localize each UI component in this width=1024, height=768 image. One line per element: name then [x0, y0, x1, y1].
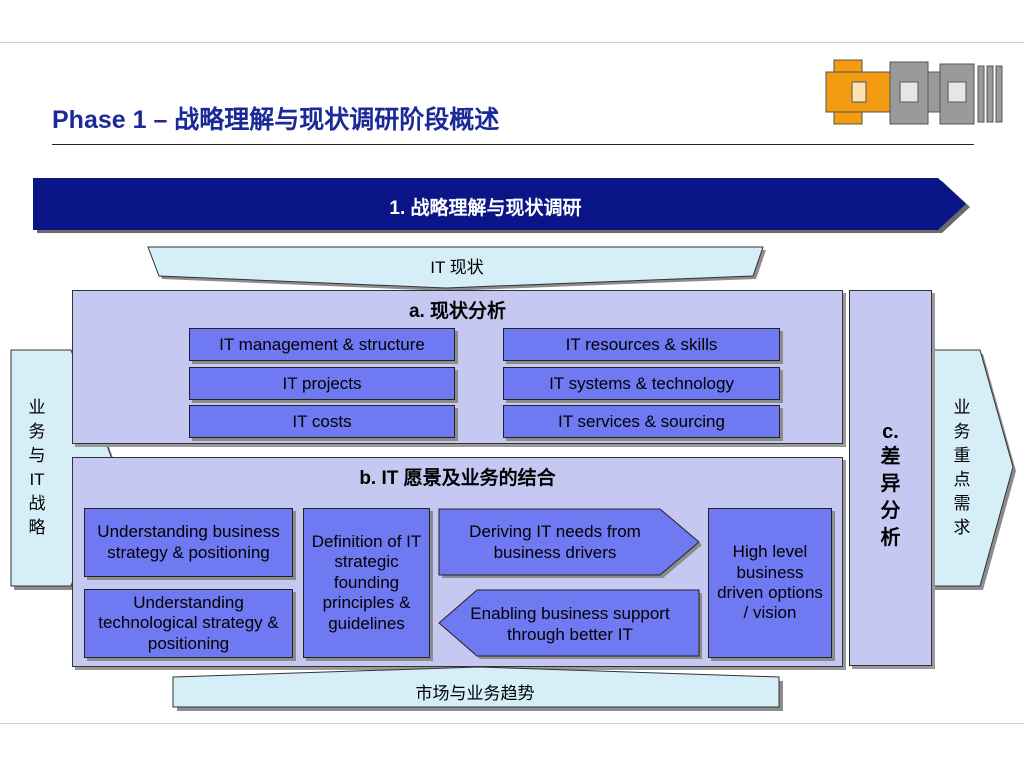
left-arrow-label: 业 务 与 IT 战 略 [15, 396, 59, 540]
right-arrow-char: 重 [953, 446, 971, 465]
right-arrow-char: 求 [953, 518, 971, 537]
section-a-item: IT systems & technology [503, 367, 780, 400]
section-c-label: c. 差 异 分 析 [849, 420, 932, 552]
high-level-vision-box: High level business driven options / vis… [708, 508, 832, 658]
understanding-tech-box: Understanding technological strategy & p… [84, 589, 293, 658]
section-a-item: IT services & sourcing [503, 405, 780, 438]
enabling-support-arrow [438, 589, 702, 659]
section-a-item: IT management & structure [189, 328, 455, 361]
bottom-divider [0, 723, 1024, 724]
phase-banner-arrow [33, 178, 970, 233]
section-c-panel [849, 290, 932, 666]
section-c-char: 析 [880, 527, 901, 549]
left-arrow-char: 务 [28, 422, 46, 441]
deriving-needs-arrow [438, 508, 702, 578]
market-trends-tab-label: 市场与业务趋势 [415, 683, 535, 703]
section-c-char: 分 [880, 500, 901, 522]
right-arrow-char: 点 [953, 470, 971, 489]
section-c-char: 差 [880, 446, 901, 468]
section-c-char: 异 [880, 473, 901, 495]
right-arrow-char: 业 [953, 398, 971, 417]
section-b-title: b. IT 愿景及业务的结合 [359, 468, 556, 489]
understanding-business-box: Understanding business strategy & positi… [84, 508, 293, 577]
top-divider [0, 42, 1024, 43]
section-a-item: IT costs [189, 405, 455, 438]
company-logo [825, 59, 1003, 125]
market-trends-tab-shape [172, 666, 783, 711]
left-arrow-char: 与 [28, 446, 46, 465]
section-a-item: IT resources & skills [503, 328, 780, 361]
section-a-item: IT projects [189, 367, 455, 400]
right-arrow-label: 业 务 重 点 需 求 [940, 396, 984, 540]
title-underline [52, 144, 974, 145]
it-status-tab-label: IT 现状 [430, 257, 484, 277]
right-arrow-char: 需 [953, 494, 971, 513]
left-arrow-char: 略 [28, 518, 46, 537]
right-output-arrow [930, 349, 1016, 590]
right-arrow-char: 务 [953, 422, 971, 441]
left-arrow-char: 业 [28, 398, 46, 417]
deriving-needs-label: Deriving IT needs from business drivers [469, 521, 641, 562]
left-arrow-char: IT [29, 470, 45, 489]
section-c-char: c. [882, 421, 899, 443]
left-arrow-char: 战 [28, 494, 46, 513]
section-a-title: a. 现状分析 [408, 301, 507, 322]
it-status-tab-shape [147, 246, 766, 291]
page-title: Phase 1 – 战略理解与现状调研阶段概述 [52, 106, 500, 134]
phase-banner-label: 1. 战略理解与现状调研 [389, 197, 582, 219]
definition-principles-box: Definition of IT strategic founding prin… [303, 508, 430, 658]
enabling-support-label: Enabling business support through better… [470, 603, 670, 644]
